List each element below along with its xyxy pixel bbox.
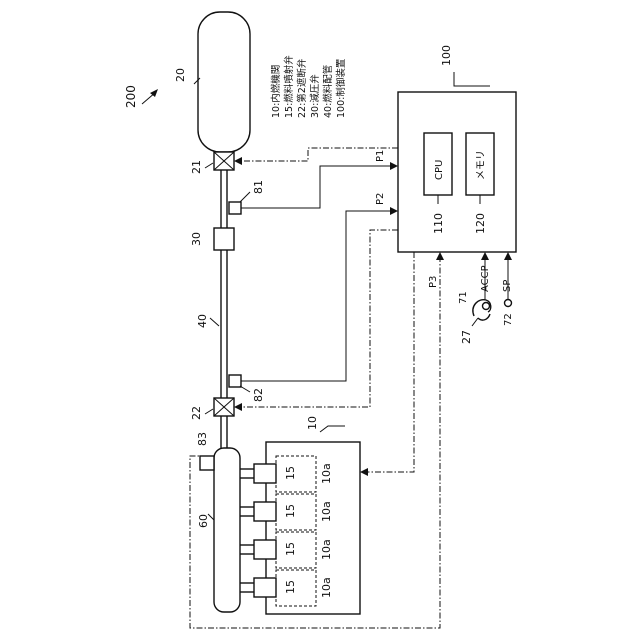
injector-control-line <box>366 252 414 472</box>
pedal-27-label: 27 <box>460 330 473 344</box>
memory-label: メモリ <box>476 150 487 180</box>
tank-label: 20 <box>174 68 187 82</box>
pressure-sensor-82 <box>229 375 241 387</box>
pipe-40-label: 40 <box>196 314 209 328</box>
injector-label: 15 <box>284 466 297 480</box>
sp-label: SP <box>502 280 513 292</box>
regulator-30-label: 30 <box>190 232 203 246</box>
legend-item: 15:燃料噴射弁 <box>283 55 295 118</box>
cylinder-label: 10a <box>320 539 333 560</box>
engine-10-label: 10 <box>306 416 319 430</box>
sensor-83-label: 83 <box>196 432 209 446</box>
accp-label: ACCP <box>480 265 491 292</box>
injector-label: 15 <box>284 580 297 594</box>
sensor-81-label: 81 <box>252 180 265 194</box>
cpu-label: CPU <box>434 160 445 180</box>
legend-item: 22:第2遮断弁 <box>296 58 308 118</box>
memory-ref-label: 120 <box>474 213 487 234</box>
fuel-tank <box>198 12 250 152</box>
legend-item: 10:内燃機関 <box>270 65 282 118</box>
signal-p2-label: P2 <box>375 193 386 205</box>
signal-p3-label: P3 <box>428 276 439 288</box>
pressure-sensor-81 <box>229 202 241 214</box>
cylinder-label: 10a <box>320 501 333 522</box>
legend-item: 40:燃料配管 <box>322 65 334 118</box>
speed-sensor-72-label: 72 <box>503 313 514 326</box>
cylinder-label: 10a <box>320 463 333 484</box>
vehicle-speed-sensor <box>505 300 512 307</box>
fuel-injector <box>254 578 276 597</box>
valve-22-control-line <box>240 230 398 407</box>
shutoff-valve-21 <box>214 152 234 170</box>
controller-100-label: 100 <box>440 45 453 66</box>
pressure-sensor-83 <box>200 456 214 470</box>
fuel-injector <box>254 464 276 483</box>
valve-22-label: 22 <box>190 406 203 420</box>
cpu-ref-label: 110 <box>432 213 445 234</box>
injector-label: 15 <box>284 542 297 556</box>
fuel-injector <box>254 502 276 521</box>
internal-combustion-engine <box>266 442 360 614</box>
legend: 10:内燃機関 15:燃料噴射弁 22:第2遮断弁 30:減圧弁 40:燃料配管… <box>270 55 347 118</box>
fuel-injector <box>254 540 276 559</box>
signal-p2-line <box>241 211 392 381</box>
accel-sensor-71-label: 71 <box>458 291 469 304</box>
cylinder-label: 10a <box>320 577 333 598</box>
valve-21-label: 21 <box>190 160 203 174</box>
system-label: 200 <box>124 85 138 108</box>
legend-item: 100:制御装置 <box>335 59 347 118</box>
pressure-regulator-30 <box>214 228 234 250</box>
injector-label: 15 <box>284 504 297 518</box>
control-device <box>398 92 516 252</box>
sensor-82-label: 82 <box>252 388 265 402</box>
rail-60-label: 60 <box>197 514 210 528</box>
shutoff-valve-22 <box>214 398 234 416</box>
delivery-rail <box>214 448 240 612</box>
accelerator-pedal <box>473 300 491 320</box>
legend-item: 30:減圧弁 <box>309 74 321 118</box>
signal-p1-label: P1 <box>375 150 386 162</box>
